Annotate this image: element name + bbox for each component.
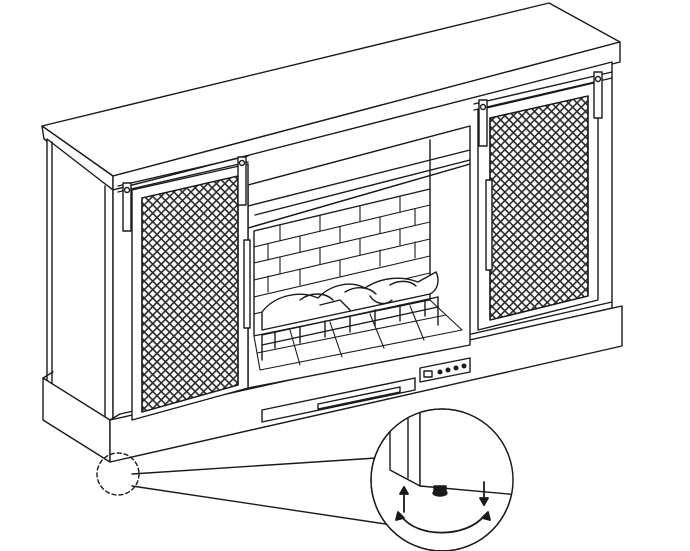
door-hanger-icon <box>478 99 488 147</box>
control-button-icon <box>461 363 467 369</box>
heater-vent <box>261 377 416 423</box>
door-handle-icon <box>243 239 251 329</box>
arrow-down-icon <box>479 481 489 506</box>
control-panel <box>419 357 471 383</box>
right-barn-door <box>473 71 613 331</box>
console-top <box>41 2 621 191</box>
control-button-icon <box>437 369 443 375</box>
adjustment-arrows <box>395 481 491 534</box>
control-button-icon <box>453 365 459 371</box>
fireplace-grate <box>261 296 439 361</box>
leveling-foot-callout <box>96 452 393 526</box>
door-hanger-icon <box>593 71 603 119</box>
arrow-up-icon <box>399 486 409 513</box>
door-hanger-icon <box>122 182 132 232</box>
door-handle-icon <box>485 179 493 271</box>
control-button-icon <box>445 367 451 373</box>
rotation-arrow-icon <box>395 511 491 534</box>
door-hanger-icon <box>237 156 247 206</box>
fireplace-insert <box>247 125 471 423</box>
log-set <box>261 271 439 331</box>
leveling-foot-detail <box>370 408 514 551</box>
left-barn-door <box>117 155 251 421</box>
